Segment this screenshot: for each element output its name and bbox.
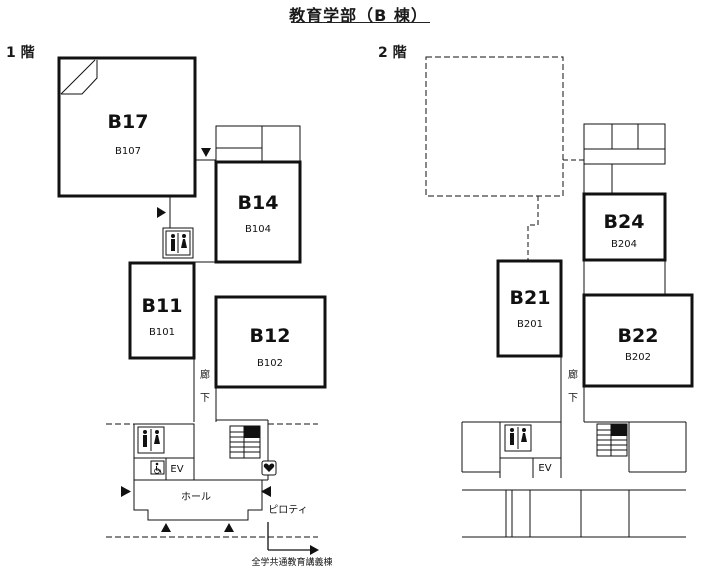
room-b11[interactable]: B11 B101 [128,261,196,360]
arrow-icon [261,486,271,497]
corridor-label: 廊 [200,368,210,381]
upper-block [215,125,301,163]
piloti-label: ピロティ [268,504,307,516]
title-underline [291,22,430,23]
heart-icon [261,460,277,476]
room-code: B202 [625,352,651,363]
lower-block [461,421,687,478]
arrow-icon [161,523,171,532]
wheelchair-icon [150,460,165,475]
lower-band [462,489,686,538]
page-title: 教育学部（B 棟） [289,6,428,25]
room-b17[interactable]: B17 B107 [57,56,197,198]
room-code: B201 [517,319,543,330]
void-outline [425,56,584,262]
room-b24[interactable]: B24 B204 [582,192,667,262]
stairs [596,423,628,457]
room-b21[interactable]: B21 B201 [496,259,563,358]
floor-label-2f: 2 階 [378,45,407,61]
room-name: B21 [510,287,551,309]
room-code: B102 [257,358,283,369]
corridor-label: 下 [568,393,578,404]
corridor-label: 下 [200,393,210,404]
stairs [229,425,261,459]
room-b12[interactable]: B12 B102 [214,295,327,389]
room-name: B24 [604,211,645,233]
room-code: B204 [611,239,637,250]
hall-label: ホール [181,491,211,503]
room-b14[interactable]: B14 B104 [214,160,302,264]
room-name: B11 [142,295,183,317]
room-name: B14 [238,192,279,214]
arrow-icon [121,486,131,497]
arrow-icon [201,148,211,157]
restroom-icon [137,426,165,454]
room-name: B17 [108,111,149,133]
arrow-icon [224,523,234,532]
elevator-label: EV [538,463,551,474]
floor-label-1f: 1 階 [6,45,35,61]
restroom-icon [504,424,532,452]
room-code: B107 [115,146,141,157]
restroom-icon [162,227,194,259]
arrow-icon [157,207,166,218]
room-code: B101 [149,327,175,338]
direction-arrow [267,522,319,555]
direction-label: 全学共通教育講義棟 [251,556,332,568]
corridor-label: 廊 [568,368,578,381]
elevator-label: EV [170,464,183,475]
upper-block [583,123,666,194]
room-b22[interactable]: B22 B202 [582,293,694,388]
hall: ホール [133,479,268,521]
room-name: B12 [250,325,291,347]
room-code: B104 [245,224,271,235]
room-name: B22 [618,325,659,347]
